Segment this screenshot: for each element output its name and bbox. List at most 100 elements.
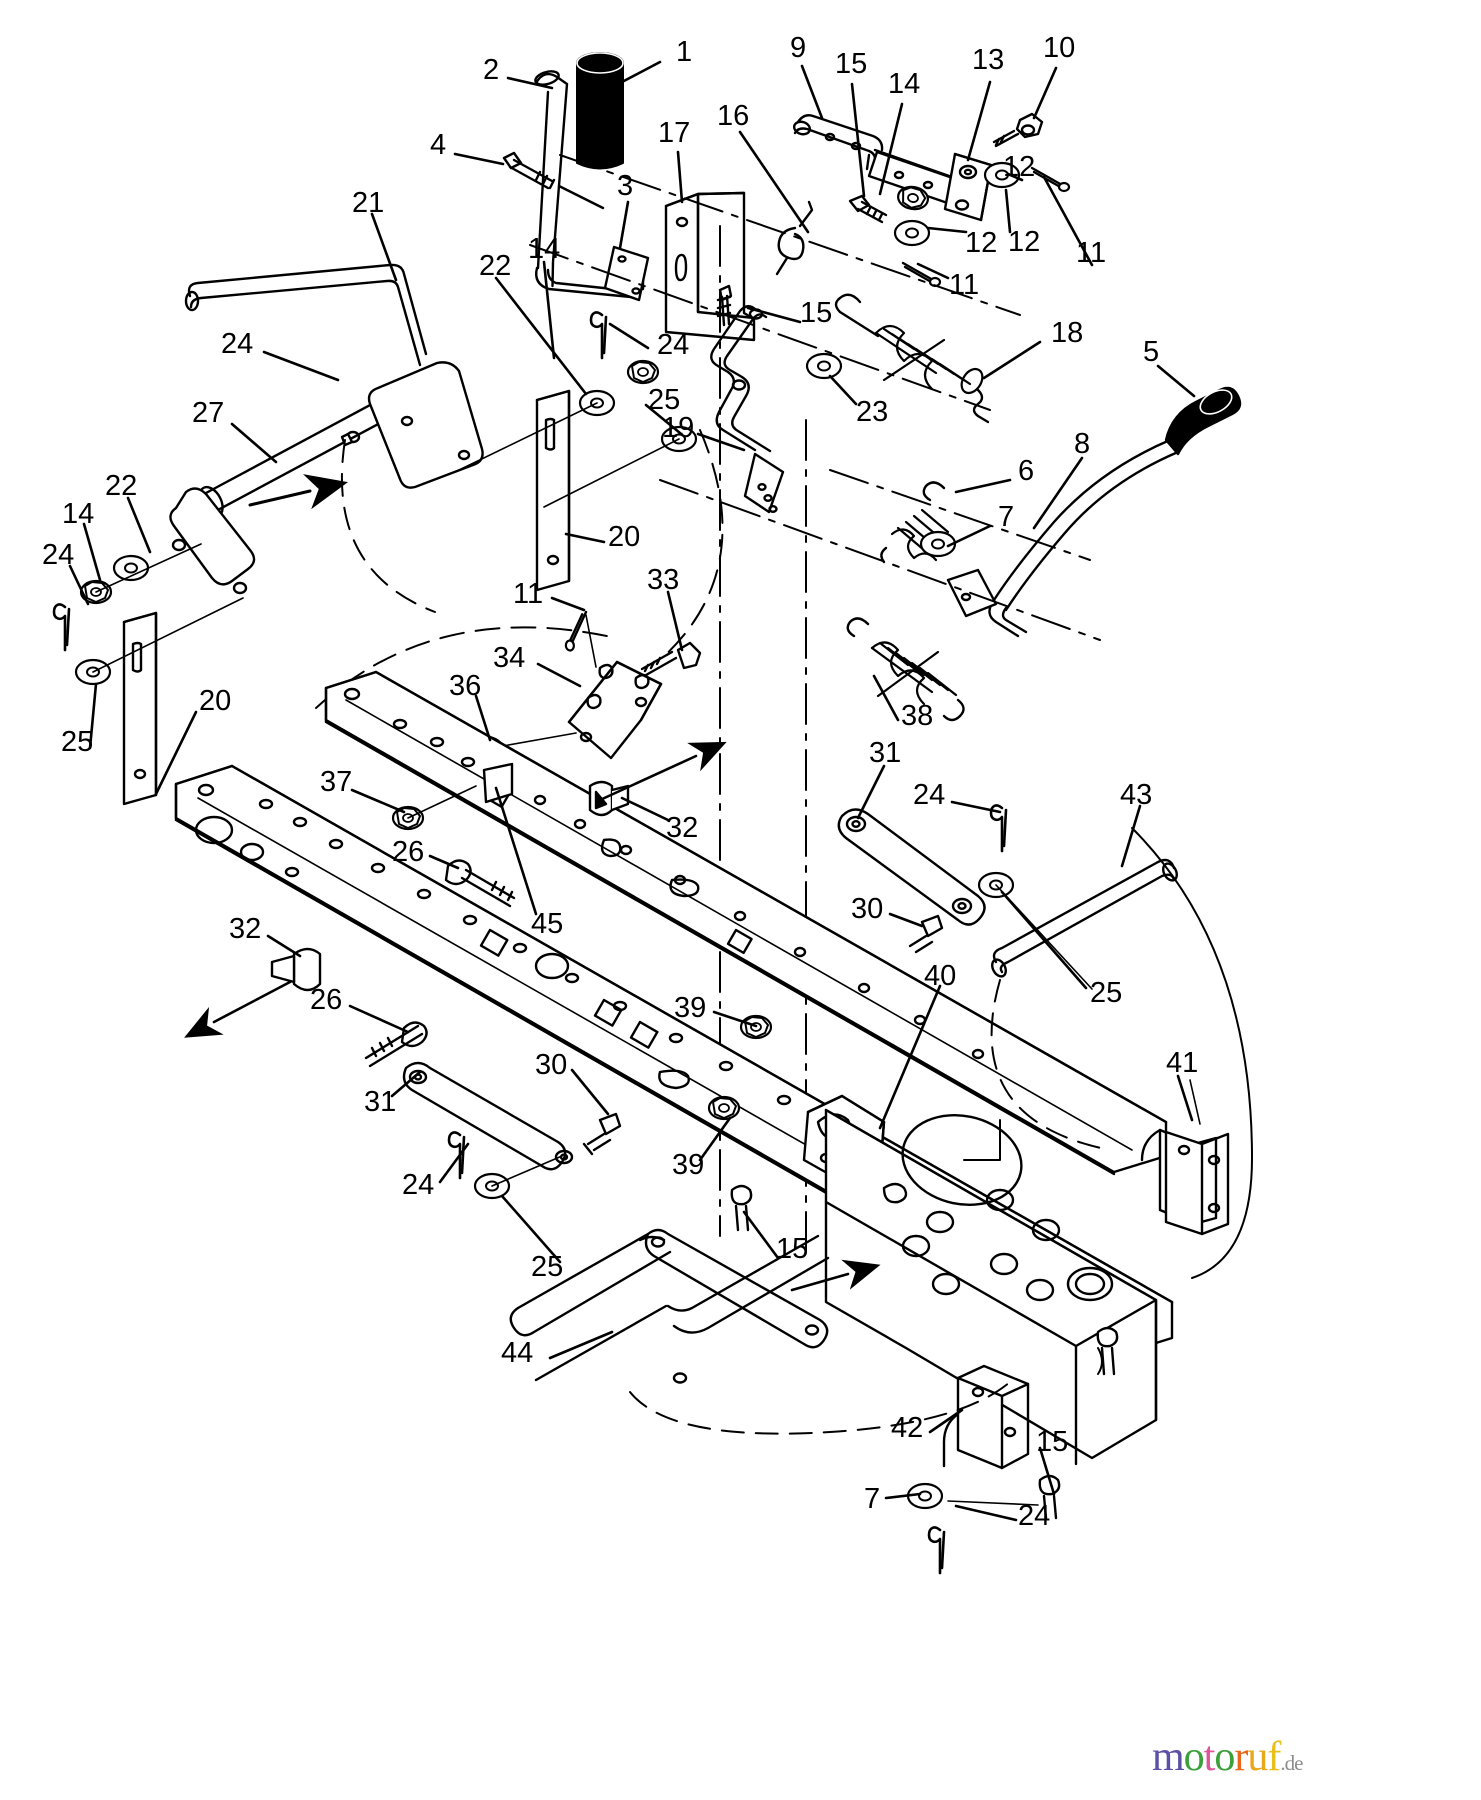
callout-number: 34 xyxy=(493,642,526,674)
part-24-hairpin-left2 xyxy=(447,1131,466,1180)
callout-number: 24 xyxy=(42,539,75,571)
callout-number: 9 xyxy=(790,32,807,64)
callout-number: 30 xyxy=(851,893,884,925)
callout-number: 26 xyxy=(310,984,343,1016)
callout-number: 18 xyxy=(1051,317,1084,349)
part-32-bushing-upper xyxy=(588,780,630,817)
callout-number: 11 xyxy=(513,578,544,610)
callout-number: 27 xyxy=(192,397,225,429)
callout-number: 39 xyxy=(672,1149,705,1181)
callout-number: 15 xyxy=(1036,1426,1069,1458)
callout-number: 32 xyxy=(229,913,262,945)
callout-number: 7 xyxy=(864,1483,881,1515)
part-15-screw-center-bottom xyxy=(730,1184,753,1232)
part-30-zerk-left xyxy=(582,1112,622,1156)
callout-number: 43 xyxy=(1120,779,1153,811)
part-18-spring xyxy=(834,293,990,424)
part-44-bracket xyxy=(509,1228,830,1384)
callout-number: 39 xyxy=(674,992,707,1024)
part-8-lever-rod xyxy=(946,438,1180,638)
part-33-bolt xyxy=(640,641,702,677)
callout-number: 45 xyxy=(531,908,564,940)
callout-number: 16 xyxy=(717,100,750,132)
callout-number: 15 xyxy=(800,297,833,329)
callout-number: 20 xyxy=(199,685,232,717)
callout-number: 24 xyxy=(221,328,254,360)
callout-number: 41 xyxy=(1166,1047,1199,1079)
callout-number: 22 xyxy=(105,470,138,502)
part-39-locknut-b xyxy=(707,1095,741,1121)
callout-number: 20 xyxy=(608,521,641,553)
callout-number: 15 xyxy=(776,1233,809,1265)
part-31-arm-left xyxy=(402,1061,574,1171)
callout-number: 5 xyxy=(1143,336,1160,368)
callout-number: 30 xyxy=(535,1049,568,1081)
callout-number: 10 xyxy=(1043,32,1076,64)
callout-number: 42 xyxy=(891,1412,924,1444)
part-24-hairpin-bottom xyxy=(927,1526,946,1575)
part-15-screw-bottom-right xyxy=(1096,1326,1119,1376)
part-1-grip xyxy=(576,52,624,170)
callout-number: 4 xyxy=(430,129,447,161)
part-13-bracket xyxy=(943,152,993,222)
callout-number: 24 xyxy=(402,1169,435,1201)
watermark-suffix: .de xyxy=(1280,1751,1303,1775)
callout-number: 14 xyxy=(62,498,95,530)
part-19-link xyxy=(710,305,785,514)
part-27-arm-left xyxy=(169,487,256,595)
callout-number: 19 xyxy=(662,412,695,444)
part-41-bracket xyxy=(1164,1130,1230,1236)
callout-number: 38 xyxy=(901,700,934,732)
watermark-letter: o xyxy=(1183,1734,1205,1780)
callout-number: 14 xyxy=(888,68,921,100)
part-20-strap-left xyxy=(122,611,158,806)
callout-number: 14 xyxy=(528,233,561,265)
part-42-bracket xyxy=(942,1364,1030,1470)
callout-number: 13 xyxy=(972,44,1005,76)
callout-number: 7 xyxy=(998,501,1015,533)
part-32-bushing-left xyxy=(270,947,322,992)
callout-number: 44 xyxy=(501,1337,534,1369)
watermark-letter: o xyxy=(1214,1734,1235,1780)
callout-number: 12 xyxy=(1008,226,1041,258)
part-20-strap-ctr xyxy=(535,389,571,592)
part-16-clip xyxy=(775,200,814,276)
callout-number: 26 xyxy=(392,836,425,868)
part-43-rod xyxy=(991,858,1178,978)
callout-number: 22 xyxy=(479,250,512,282)
part-24-hairpin-ctr xyxy=(589,311,608,360)
callout-number: 21 xyxy=(352,187,385,219)
leader-lines xyxy=(68,60,1196,1522)
callout-number: 25 xyxy=(648,384,681,416)
part-10-nut xyxy=(992,112,1044,148)
part-24-hairpin-left xyxy=(52,603,71,652)
part-12-washer-a xyxy=(893,219,931,247)
callout-number: 11 xyxy=(1076,237,1107,269)
callout-number: 36 xyxy=(449,670,482,702)
part-27-triangle-plate xyxy=(340,361,484,489)
callout-number: 2 xyxy=(483,54,500,86)
callout-number: 3 xyxy=(617,170,634,202)
callout-number: 24 xyxy=(657,329,690,361)
callout-number: 6 xyxy=(1018,455,1035,487)
callout-number: 15 xyxy=(835,48,868,80)
part-26-bolt-lower xyxy=(364,1021,428,1068)
callout-number: 31 xyxy=(869,737,902,769)
callout-number: 24 xyxy=(1018,1500,1051,1532)
part-38-spring xyxy=(846,617,965,722)
callout-number: 11 xyxy=(949,269,980,301)
callout-number: 32 xyxy=(666,812,699,844)
callout-number: 8 xyxy=(1074,428,1091,460)
watermark-motoruf: motoruf.de xyxy=(1152,1733,1303,1781)
callout-number: 37 xyxy=(320,766,353,798)
part-34-bracket xyxy=(567,660,663,760)
part-4-bolt xyxy=(502,151,605,210)
watermark-letter: r xyxy=(1234,1734,1248,1780)
watermark-letter: t xyxy=(1203,1734,1216,1780)
part-5-grip xyxy=(1164,386,1242,456)
part-14-locknut-ctr xyxy=(626,359,660,385)
callout-number: 25 xyxy=(531,1251,564,1283)
callout-number: 12 xyxy=(1003,151,1036,183)
